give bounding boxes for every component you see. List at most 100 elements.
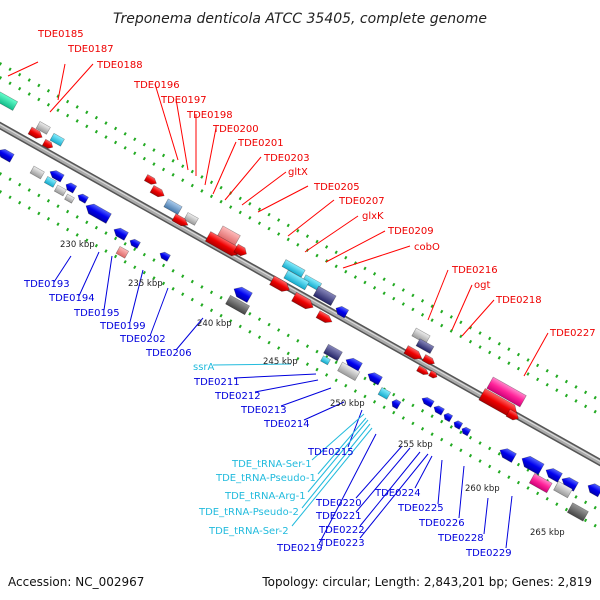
forward-gene-shape [149, 185, 165, 198]
trna-feature-shape [320, 355, 331, 366]
gene-label: TDE_tRNA-Pseudo-1 [215, 473, 316, 484]
gene-label: TDE0193 [23, 279, 70, 290]
leader-line [287, 199, 335, 237]
forward-gene-shape [505, 408, 519, 421]
gene-label: TDE0229 [465, 548, 512, 559]
reverse-gene [367, 372, 383, 386]
label-leaders [7, 61, 549, 549]
reverse-gene [587, 483, 600, 498]
tick-track [0, 61, 600, 403]
leader-line [359, 453, 429, 539]
pseudo-feature-shape [29, 165, 45, 180]
pseudo-feature-shape [0, 90, 19, 111]
pseudo-feature [163, 198, 183, 215]
forward-gene-shape [41, 138, 54, 149]
pseudo-feature [553, 480, 573, 499]
pseudo-feature [337, 361, 361, 382]
gene-label: TDE0225 [397, 503, 444, 514]
leader-line [355, 447, 411, 513]
leader-line [437, 459, 443, 505]
gene-label: TDE0196 [133, 80, 180, 91]
leader-line [204, 127, 217, 186]
reverse-gene-shape [129, 238, 141, 249]
gene-label: TDE0197 [160, 95, 207, 106]
kbp-label: 250 kbp [330, 399, 365, 409]
gene-label: TDE0215 [307, 447, 354, 458]
trna-feature [377, 387, 392, 400]
forward-gene [403, 345, 423, 360]
trna-feature [49, 132, 65, 147]
forward-gene [204, 231, 240, 257]
pseudo-feature-shape [566, 502, 589, 522]
forward-gene-shape [421, 354, 435, 365]
reverse-gene [233, 286, 253, 303]
forward-gene-shape [204, 231, 240, 257]
leader-line [304, 215, 359, 253]
pseudo-feature [225, 294, 251, 316]
gene-label: TDE_tRNA-Arg-1 [224, 491, 306, 502]
pseudo-feature [323, 343, 343, 362]
leader-line [461, 299, 495, 337]
gene-label: TDE0224 [374, 488, 421, 499]
reverse-gene-shape [0, 148, 15, 163]
pseudo-feature [312, 285, 337, 306]
reverse-gene [521, 455, 545, 476]
leader-line [303, 401, 345, 421]
gene-label: TDE0218 [495, 295, 542, 306]
reverse-gene-shape [159, 251, 171, 262]
forward-gene-shape [171, 213, 189, 227]
trna-feature-shape [283, 269, 310, 291]
reverse-gene [335, 306, 350, 319]
gene-label: TDE0205 [313, 182, 360, 193]
pseudo-feature-shape [415, 338, 435, 354]
leader-line [458, 465, 465, 519]
leader-line [53, 255, 72, 283]
gene-label: TDE0222 [318, 525, 365, 536]
forward-gene-shape [416, 365, 429, 375]
kbp-label: 245 kbp [263, 357, 298, 367]
leader-line [307, 419, 369, 493]
forward-gene [149, 185, 165, 198]
reverse-gene-shape [545, 468, 563, 483]
gene-label: TDE0188 [96, 60, 143, 71]
gene-label: glxK [362, 211, 384, 222]
reverse-gene [0, 148, 15, 163]
reverse-gene [129, 238, 141, 249]
leader-line [103, 255, 113, 311]
gene-label: TDE0228 [437, 533, 484, 544]
trna-feature [283, 269, 310, 291]
pseudo-feature-shape [553, 480, 573, 499]
forward-gene-shape [403, 345, 423, 360]
gene-label: TDE0223 [318, 538, 365, 549]
gene-label: TDE0195 [73, 308, 120, 319]
other-feature-shape [528, 473, 553, 494]
gene-label: TDE0201 [237, 138, 284, 149]
gene-label: TDE0194 [48, 293, 95, 304]
gene-label: TDE0214 [263, 419, 310, 430]
gene-label: TDE0202 [119, 334, 166, 345]
forward-gene-shape [269, 275, 290, 292]
forward-gene [41, 138, 54, 149]
reverse-gene-shape [65, 182, 78, 194]
pseudo-feature-shape [337, 361, 361, 382]
gene-label: cobO [414, 242, 440, 253]
reverse-gene-shape [461, 426, 472, 437]
leader-line [342, 245, 411, 269]
gene-label: TDE0213 [240, 405, 287, 416]
reverse-gene-shape [335, 306, 350, 319]
reverse-gene [421, 397, 435, 408]
reverse-gene [65, 182, 78, 194]
leader-line [49, 63, 94, 113]
pseudo-feature-shape [323, 343, 343, 362]
trna-feature [43, 175, 57, 188]
reverse-gene-shape [113, 227, 129, 241]
kbp-label: 255 kbp [398, 440, 433, 450]
trna-feature [281, 259, 306, 278]
forward-gene [315, 310, 333, 323]
forward-gene-shape [27, 126, 43, 139]
leader-line [427, 269, 449, 321]
accession-text: Accession: NC_002967 [8, 575, 144, 589]
pseudo-feature-shape [183, 212, 199, 226]
